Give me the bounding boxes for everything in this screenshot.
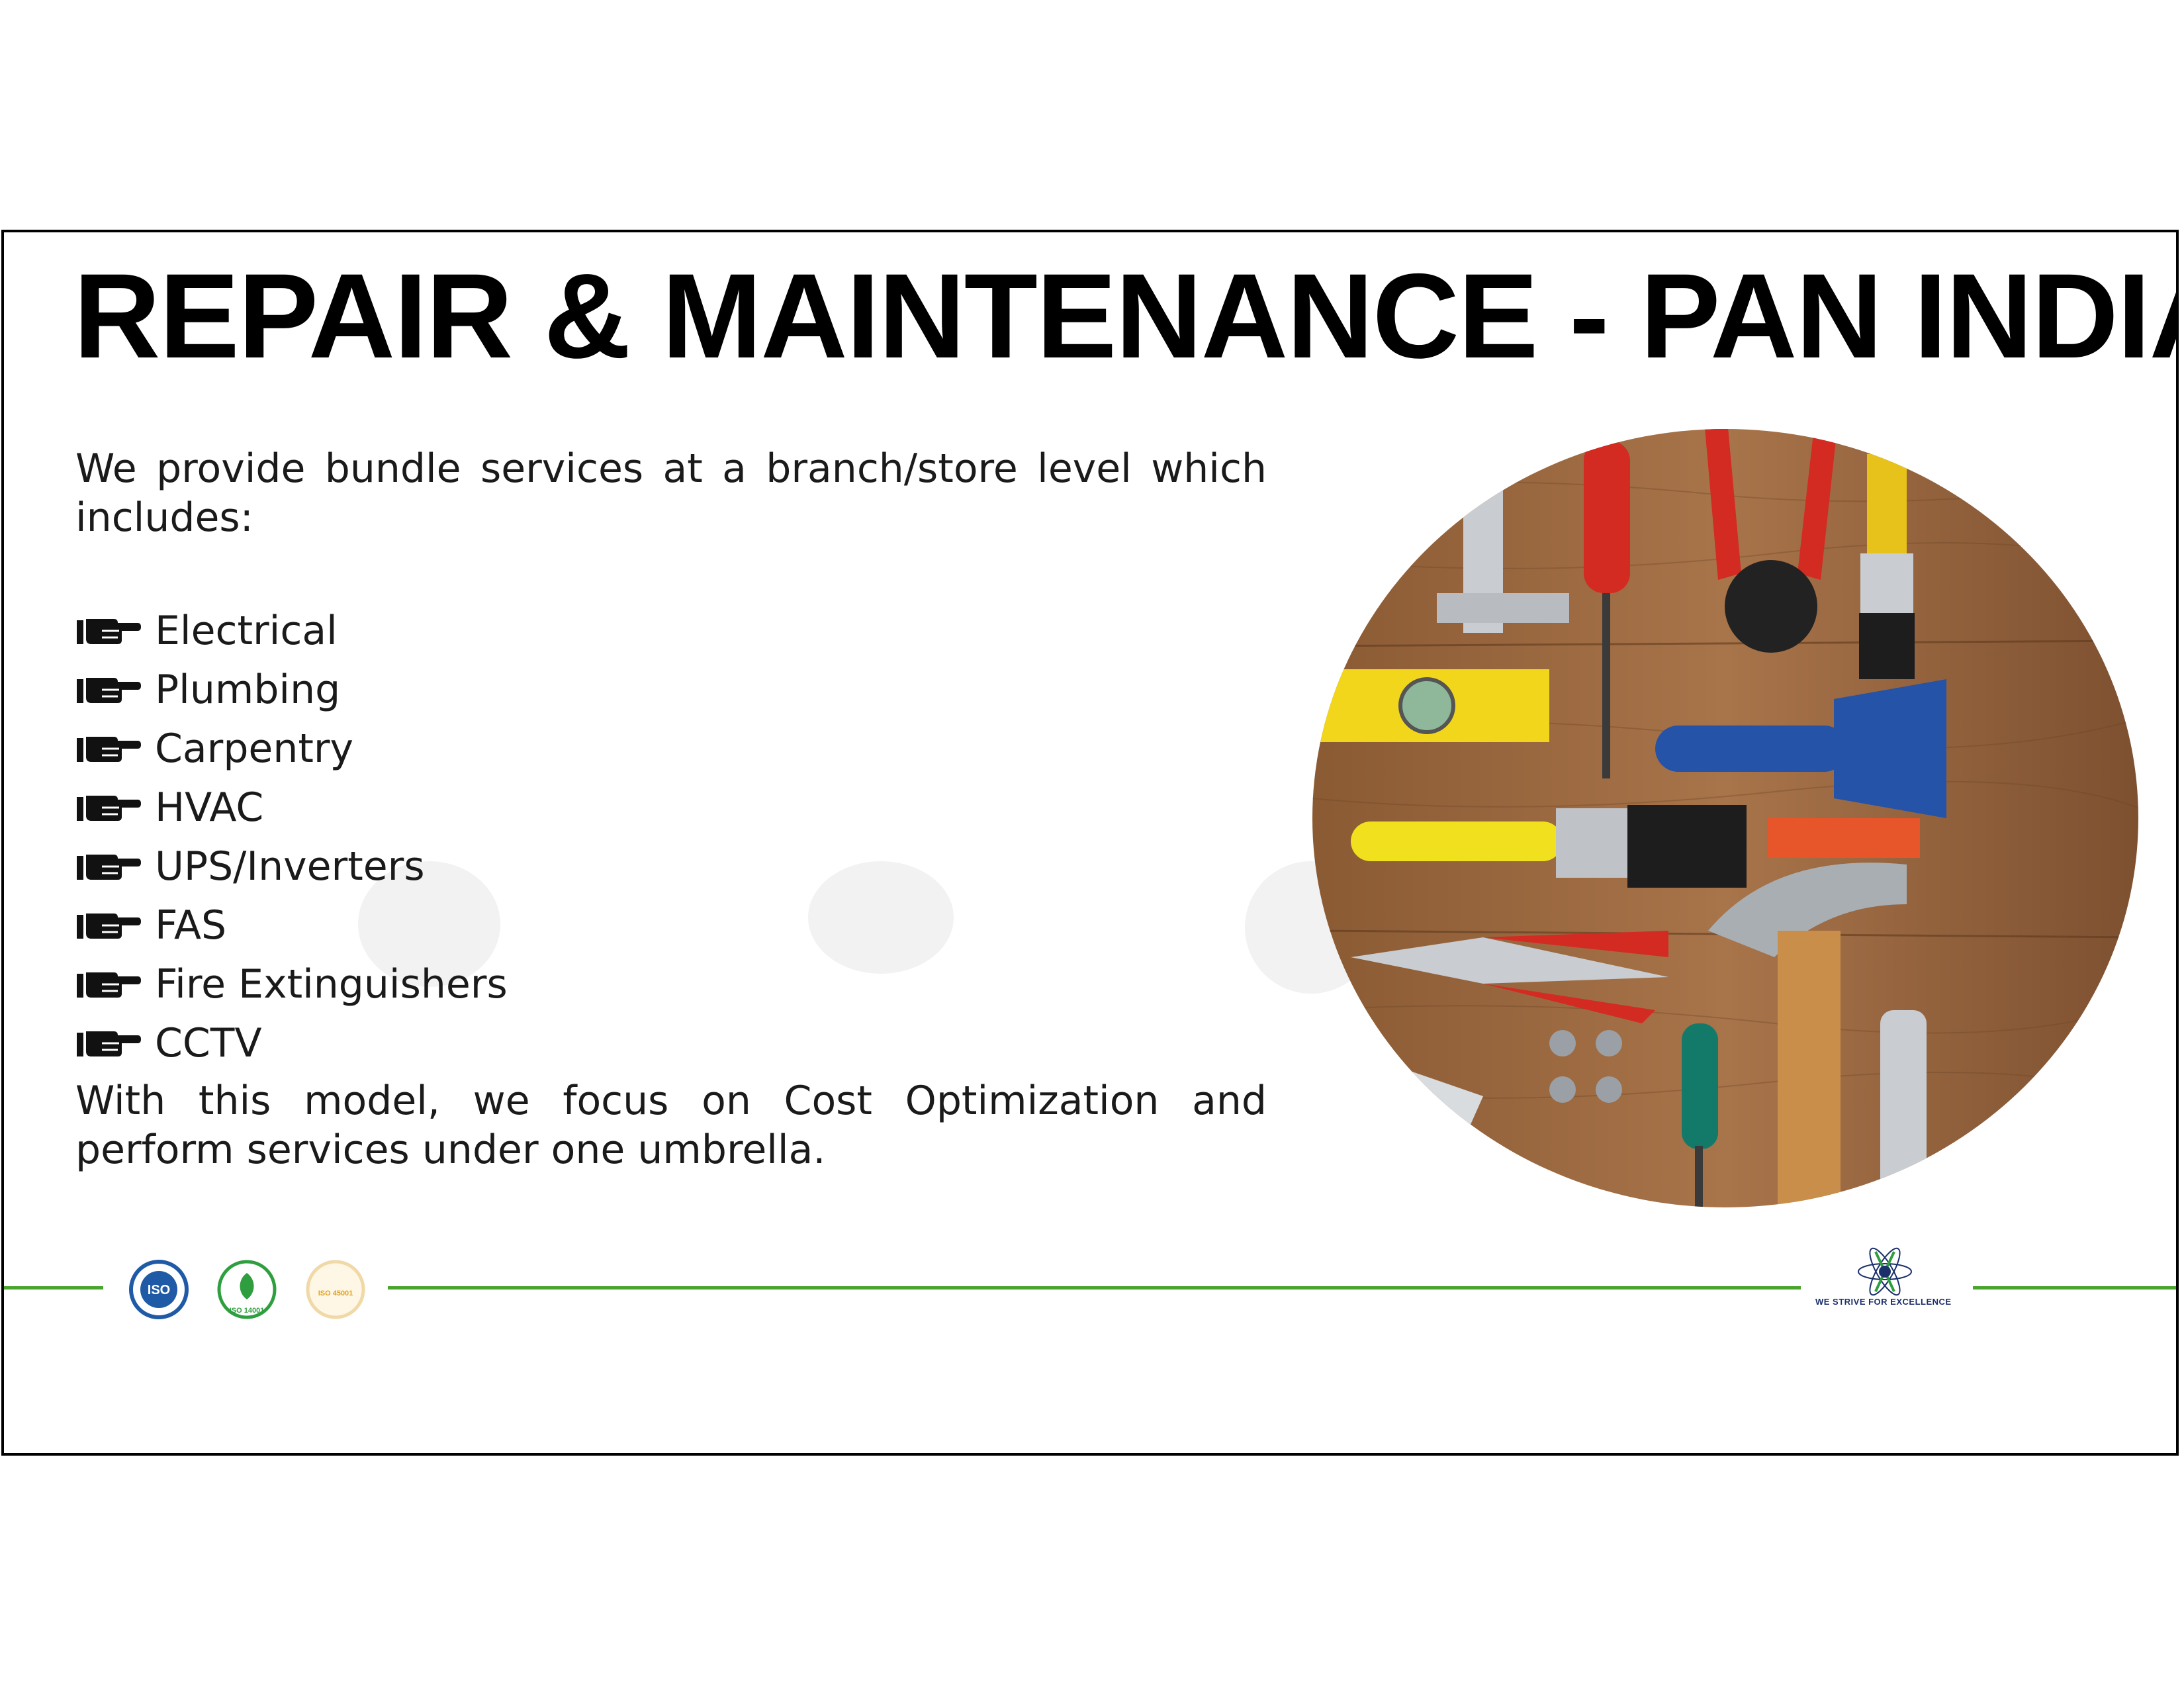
badge-text: ISO <box>148 1283 170 1297</box>
closing-text: With this model, we focus on Cost Optimi… <box>75 1078 1267 1173</box>
list-item: Carpentry <box>75 719 508 778</box>
service-label: Plumbing <box>155 666 341 713</box>
service-label: CCTV <box>155 1019 262 1066</box>
footer-divider-center <box>388 1286 1801 1289</box>
services-list: Electrical Plumbing Carpentry HVAC UPS/I… <box>75 601 508 1072</box>
service-label: HVAC <box>155 784 264 831</box>
pointing-hand-icon <box>77 677 141 703</box>
footer-divider-left <box>4 1286 103 1289</box>
pointing-hand-icon <box>77 795 141 821</box>
slide: REPAIR & MAINTENANCE - PAN INDIA We prov… <box>1 230 2179 1456</box>
company-logo-icon <box>1858 1247 1912 1296</box>
pointing-hand-icon <box>77 1031 141 1056</box>
service-label: Carpentry <box>155 725 354 772</box>
iso-14001-badge-icon: ISO 14001 <box>217 1260 277 1319</box>
list-item: Electrical <box>75 601 508 660</box>
iso-45001-badge-icon: ISO 45001 <box>306 1260 365 1319</box>
list-item: UPS/Inverters <box>75 837 508 896</box>
service-label: UPS/Inverters <box>155 843 425 890</box>
badge-text: ISO 45001 <box>318 1289 353 1297</box>
service-label: Fire Extinguishers <box>155 961 508 1008</box>
service-label: Electrical <box>155 607 338 654</box>
list-item: HVAC <box>75 778 508 837</box>
pointing-hand-icon <box>77 618 141 644</box>
footer-divider-right <box>1973 1286 2176 1289</box>
list-item: FAS <box>75 896 508 955</box>
list-item: CCTV <box>75 1013 508 1072</box>
watermark-dot <box>358 861 500 987</box>
pointing-hand-icon <box>77 736 141 762</box>
intro-text: We provide bundle services at a branch/s… <box>75 445 1267 541</box>
pointing-hand-icon <box>77 854 141 880</box>
pointing-hand-icon <box>77 972 141 998</box>
page-title: REPAIR & MAINTENANCE - PAN INDIA <box>73 248 2179 383</box>
badge-text: ISO 14001 <box>230 1307 265 1315</box>
iso-badge-icon: ISO <box>129 1260 189 1319</box>
list-item: Plumbing <box>75 660 508 719</box>
watermark-dot <box>808 861 954 974</box>
company-tagline: WE STRIVE FOR EXCELLENCE <box>1815 1297 1952 1307</box>
pointing-hand-icon <box>77 913 141 939</box>
list-item: Fire Extinguishers <box>75 955 508 1013</box>
tools-photo <box>1312 429 2138 1207</box>
service-label: FAS <box>155 902 227 949</box>
